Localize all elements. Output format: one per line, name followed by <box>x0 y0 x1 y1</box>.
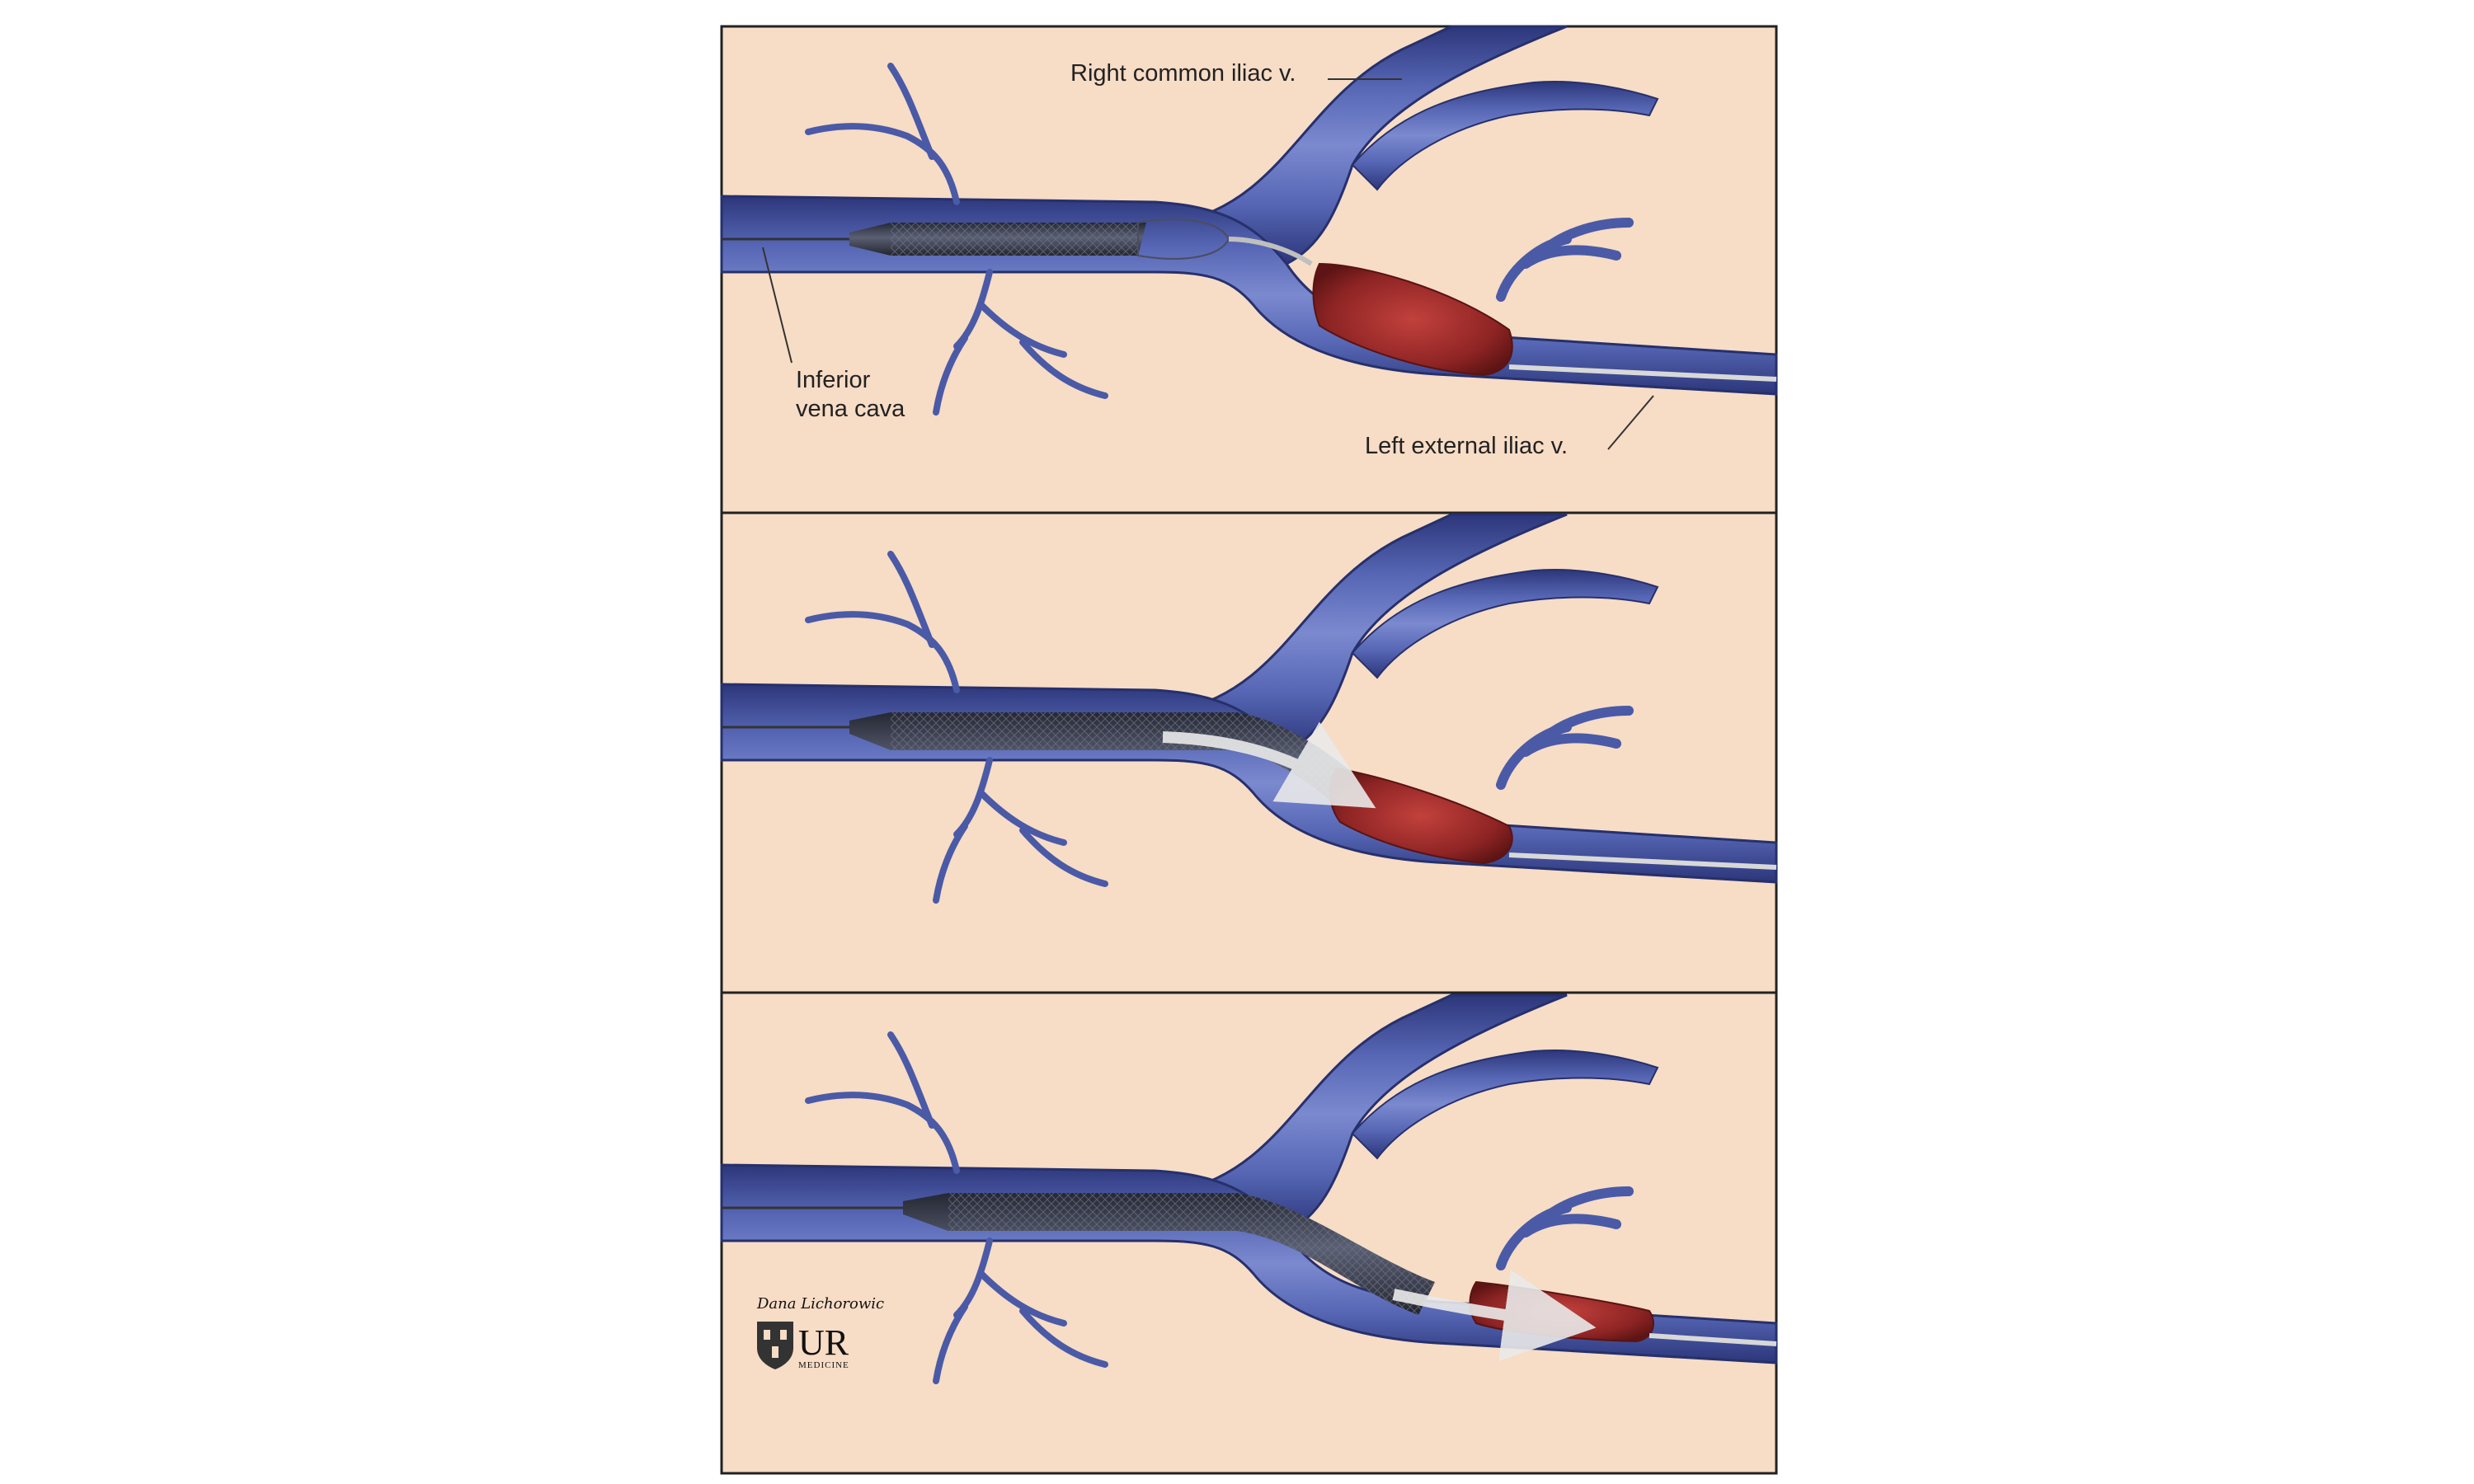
leader-ivc <box>762 247 793 364</box>
label-ivc-line1: Inferior <box>796 367 871 393</box>
aspiration-catheter <box>722 218 1313 266</box>
direction-arrow <box>1392 1270 1597 1362</box>
ur-logo-subtext: MEDICINE <box>798 1360 849 1370</box>
label-left-external-iliac: Left external iliac v. <box>1365 433 1568 459</box>
leader-left-external-iliac <box>1607 395 1654 450</box>
aspiration-catheter <box>722 712 1369 818</box>
signature-mark: Dana Lichorowic <box>756 1295 884 1313</box>
direction-arrow <box>1162 721 1376 809</box>
guidewire <box>1508 364 1777 382</box>
thrombus <box>1312 262 1513 377</box>
university-shield-icon <box>757 1322 793 1369</box>
panel-step-2 <box>720 513 1778 904</box>
panel-step-3: Dana Lichorowic UR MEDICINE <box>720 993 1778 1384</box>
guidewire <box>1508 852 1777 870</box>
panel-step-1: Right common iliac v. Inferior vena cava… <box>720 25 1778 459</box>
aspiration-catheter <box>722 1193 1435 1315</box>
artist-credit: Dana Lichorowic UR MEDICINE <box>756 1295 884 1370</box>
label-right-common-iliac: Right common iliac v. <box>1070 60 1296 87</box>
guidewire <box>1649 1333 1777 1346</box>
label-ivc-line2: vena cava <box>796 396 905 422</box>
ur-logo-text: UR <box>798 1322 849 1363</box>
